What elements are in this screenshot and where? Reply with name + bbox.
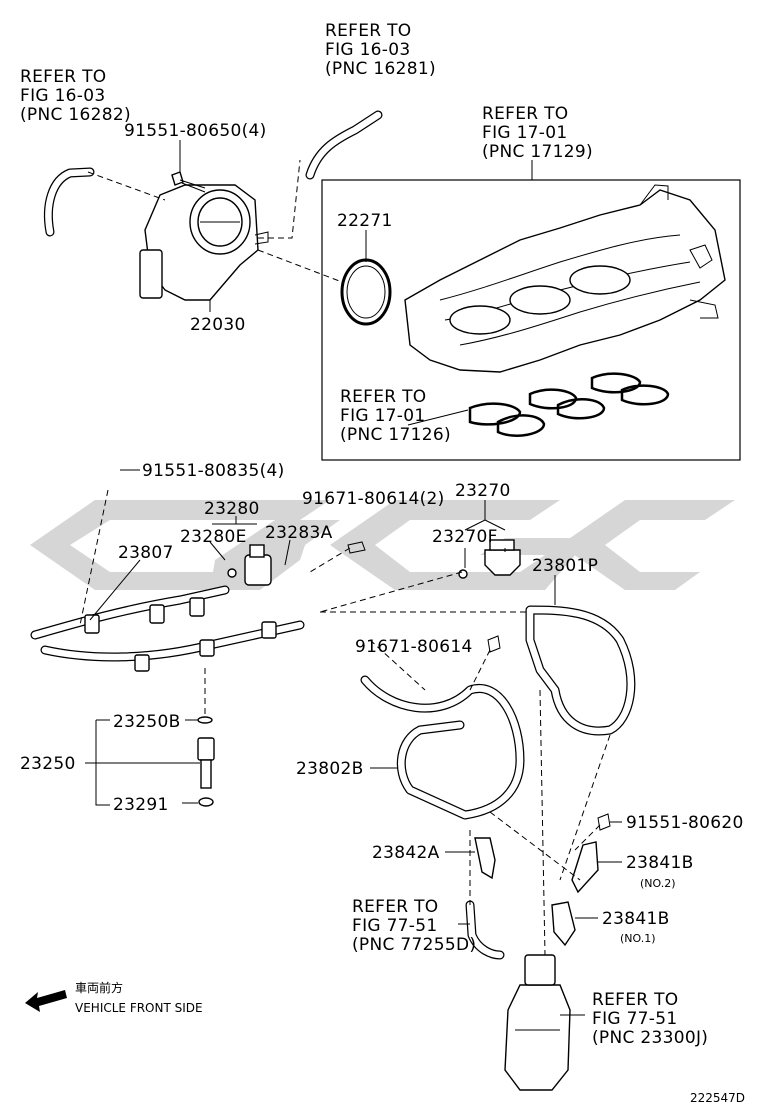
label-23841B-no2: 23841B [626,853,694,873]
label-23291: 23291 [113,795,169,815]
svg-text:FIG 16-03: FIG 16-03 [325,40,410,60]
direction-jp: 車両前方 [75,980,123,995]
svg-text:(PNC 16282): (PNC 16282) [20,105,131,125]
figure-id: 222547D [690,1091,745,1105]
svg-text:(PNC 17129): (PNC 17129) [482,142,593,162]
svg-text:REFER TO: REFER TO [482,104,568,124]
fuel-line-23802B [360,675,525,820]
bolt-91671-80614-2 [347,541,366,554]
svg-text:REFER TO: REFER TO [325,21,411,41]
ref-17129: REFER TO FIG 17-01 (PNC 17129) [482,104,593,162]
fuel-line-23801P [525,605,636,736]
label-91551-80835: 91551-80835(4) [142,461,285,481]
label-23842A: 23842A [372,843,440,863]
svg-text:FIG 16-03: FIG 16-03 [20,86,105,106]
label-91551-80650: 91551-80650(4) [124,121,267,141]
label-91551-80620: 91551-80620 [626,813,744,833]
intake-manifold-box [321,179,741,461]
svg-text:(PNC 16281): (PNC 16281) [325,59,436,79]
injector-23250 [197,716,215,807]
svg-text:FIG 17-01: FIG 17-01 [482,123,567,143]
svg-text:FIG 77-51: FIG 77-51 [592,1009,677,1029]
manifold-gaskets [468,372,670,437]
note-no2: (NO.2) [640,877,676,890]
label-23270: 23270 [455,481,511,501]
label-91671-80614: 91671-80614 [355,637,473,657]
label-23841B-no1: 23841B [602,909,670,929]
label-23250B: 23250B [113,712,181,732]
watermark-logo [30,500,735,590]
vehicle-front-arrow [25,990,67,1012]
label-23250: 23250 [20,754,76,774]
gasket-22271 [340,258,392,326]
svg-text:REFER TO: REFER TO [352,897,438,917]
ref-23300: REFER TO FIG 77-51 (PNC 23300J) [592,990,708,1048]
direction-en: VEHICLE FRONT SIDE [75,1001,203,1015]
brackets [474,813,611,947]
label-23280E: 23280E [180,527,247,547]
label-23801P: 23801P [532,556,598,576]
svg-text:(PNC 77255D): (PNC 77255D) [352,935,476,955]
svg-text:REFER TO: REFER TO [20,67,106,87]
svg-text:(PNC 23300J): (PNC 23300J) [592,1028,708,1048]
label-22271: 22271 [337,211,393,231]
svg-text:REFER TO: REFER TO [340,387,426,407]
throttle-body-22030 [139,184,269,301]
label-91671-80614-2: 91671-80614(2) [302,489,445,509]
label-23807: 23807 [118,543,174,563]
label-23283A: 23283A [265,523,333,543]
label-23802B: 23802B [296,759,364,779]
damper-23270 [458,539,521,579]
dashed-lines [79,159,611,956]
fuel-pump-23300J [504,954,571,1091]
svg-text:(PNC 17126): (PNC 17126) [340,425,451,445]
svg-text:REFER TO: REFER TO [592,990,678,1010]
ref-16282: REFER TO FIG 16-03 (PNC 16282) [20,67,131,125]
svg-text:FIG 77-51: FIG 77-51 [352,916,437,936]
intake-manifold-drawing [404,184,726,373]
leader-lines [85,140,622,1016]
ref-17126: REFER TO FIG 17-01 (PNC 17126) [340,387,451,445]
label-22030: 22030 [190,315,246,335]
label-23270F: 23270F [432,527,498,547]
fuel-rail-23807 [30,585,305,672]
ref-77255: REFER TO FIG 77-51 (PNC 77255D) [352,897,476,955]
ref-16281: REFER TO FIG 16-03 (PNC 16281) [325,21,436,79]
svg-text:FIG 17-01: FIG 17-01 [340,406,425,426]
sensor-23280 [227,544,272,586]
note-no1: (NO.1) [620,932,656,945]
label-23280: 23280 [204,499,260,519]
bolt-91551-80650 [171,171,206,193]
